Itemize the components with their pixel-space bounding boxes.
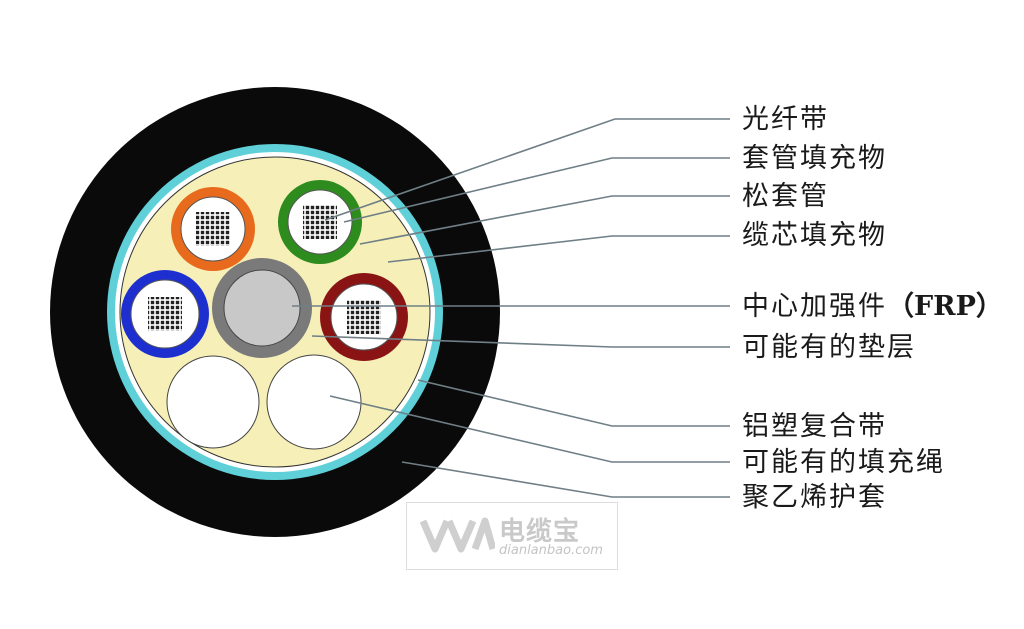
fiber-ribbon-blue <box>148 297 182 331</box>
fiber-ribbon-green <box>303 205 337 239</box>
leader-line-filler-rope <box>329 395 730 463</box>
leader-line-fiber-ribbon <box>324 118 730 221</box>
filler-rope-right <box>266 354 362 450</box>
loose-tube-darkred <box>320 273 408 361</box>
fiber-ribbon-darkred <box>347 300 381 334</box>
watermark-url: dianlanbao.com <box>499 543 603 558</box>
watermark-logo-icon <box>419 517 495 553</box>
label-pe-sheath: 聚乙烯护套 <box>742 482 887 513</box>
leader-line-sheath <box>401 461 730 498</box>
label-filler-rope: 可能有的填充绳 <box>742 447 945 478</box>
watermark-brand: 电缆宝 <box>499 517 581 547</box>
leader-line-core-filler <box>387 235 730 263</box>
loose-tube-green <box>278 180 362 264</box>
leader-line-loose-tube <box>359 195 730 245</box>
label-tube-filler: 套管填充物 <box>742 143 887 174</box>
label-frp-suffix: （FRP） <box>887 291 1003 322</box>
central-strength-member <box>212 258 312 358</box>
watermark: 电缆宝 dianlanbao.com <box>406 502 618 570</box>
leader-line-bedding <box>311 335 730 348</box>
label-loose-tube: 松套管 <box>742 181 829 212</box>
leader-line-tube-filler <box>343 157 730 223</box>
label-aluminum-tape: 铝塑复合带 <box>742 411 887 442</box>
leader-line-aluminum-tape <box>417 379 730 427</box>
fiber-ribbon-orange <box>196 212 230 246</box>
label-bedding: 可能有的垫层 <box>742 332 916 363</box>
label-frp-text: 中心加强件 <box>742 291 887 322</box>
label-central-strength-member: 中心加强件（FRP） <box>742 293 1003 320</box>
label-core-filler: 缆芯填充物 <box>742 220 887 251</box>
filler-rope-left <box>166 355 260 449</box>
label-fiber-ribbon: 光纤带 <box>742 104 829 135</box>
loose-tube-orange <box>171 187 255 271</box>
loose-tube-blue <box>121 270 209 358</box>
